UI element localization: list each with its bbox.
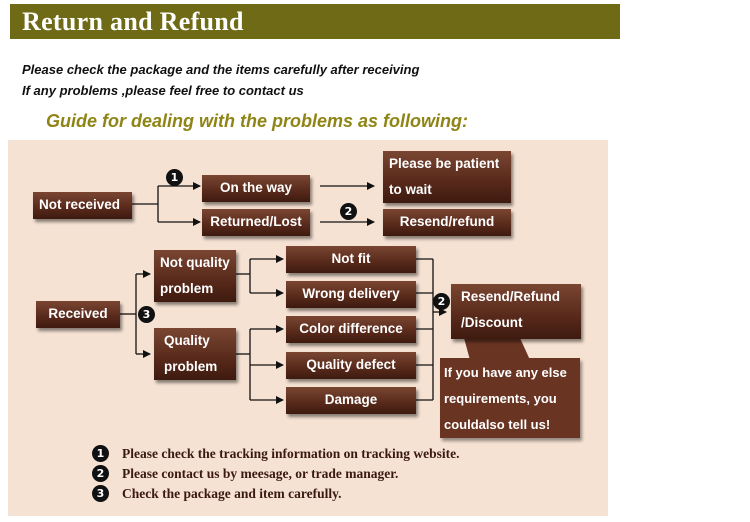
header-banner: Return and Refund (10, 4, 620, 39)
please-be-patient-line-2: to wait (389, 182, 432, 197)
not-quality-line-2: problem (160, 281, 214, 296)
legend-badge-3: 3 (92, 485, 109, 502)
box-resend-refund-discount: Resend/Refund /Discount (451, 284, 581, 339)
note-tail (464, 338, 530, 360)
intro-line-2: If any problems ,please feel free to con… (22, 83, 304, 98)
step-badge-2: 2 (340, 203, 357, 220)
legend-badge-2: 2 (92, 465, 109, 482)
box-returned-lost: Returned/Lost (202, 209, 310, 236)
legend-text-3: Check the package and item carefully. (122, 486, 342, 501)
quality-line-1: Quality (164, 333, 210, 348)
resend-refund-discount-line-1: Resend/Refund (461, 289, 561, 304)
box-received: Received (36, 301, 120, 328)
note-line-3: couldalso tell us! (444, 417, 551, 432)
resend-refund-discount-line-2: /Discount (461, 315, 523, 330)
guide-title: Guide for dealing with the problems as f… (46, 111, 469, 131)
legend-text-1: Please check the tracking information on… (122, 446, 460, 461)
note-line-2: requirements, you (444, 391, 557, 406)
please-be-patient-line-1: Please be patient (389, 156, 500, 171)
legend-text-2: Please contact us by meesage, or trade m… (122, 466, 399, 481)
box-not-quality-problem: Not quality problem (154, 250, 236, 302)
page-title: Return and Refund (22, 7, 244, 36)
box-quality-problem: Quality problem (154, 328, 236, 380)
box-quality-defect: Quality defect (286, 352, 416, 379)
box-please-be-patient: Please be patient to wait (383, 151, 511, 203)
intro-line-1: Please check the package and the items c… (22, 62, 420, 77)
legend-badge-1: 1 (92, 445, 109, 462)
step-badge-2-resend: 2 (433, 293, 450, 310)
box-not-fit: Not fit (286, 246, 416, 273)
note-line-1: If you have any else (444, 365, 567, 380)
box-resend-refund: Resend/refund (383, 209, 511, 236)
step-badge-1: 1 (166, 169, 183, 186)
box-damage: Damage (286, 387, 416, 414)
box-on-the-way: On the way (202, 175, 310, 202)
not-quality-line-1: Not quality (160, 255, 230, 270)
box-color-difference: Color difference (286, 316, 416, 343)
box-not-received: Not received (33, 192, 132, 219)
note-callout: If you have any else requirements, you c… (440, 358, 580, 438)
box-wrong-delivery: Wrong delivery (286, 281, 416, 308)
step-badge-3: 3 (138, 306, 155, 323)
quality-line-2: problem (164, 359, 218, 374)
